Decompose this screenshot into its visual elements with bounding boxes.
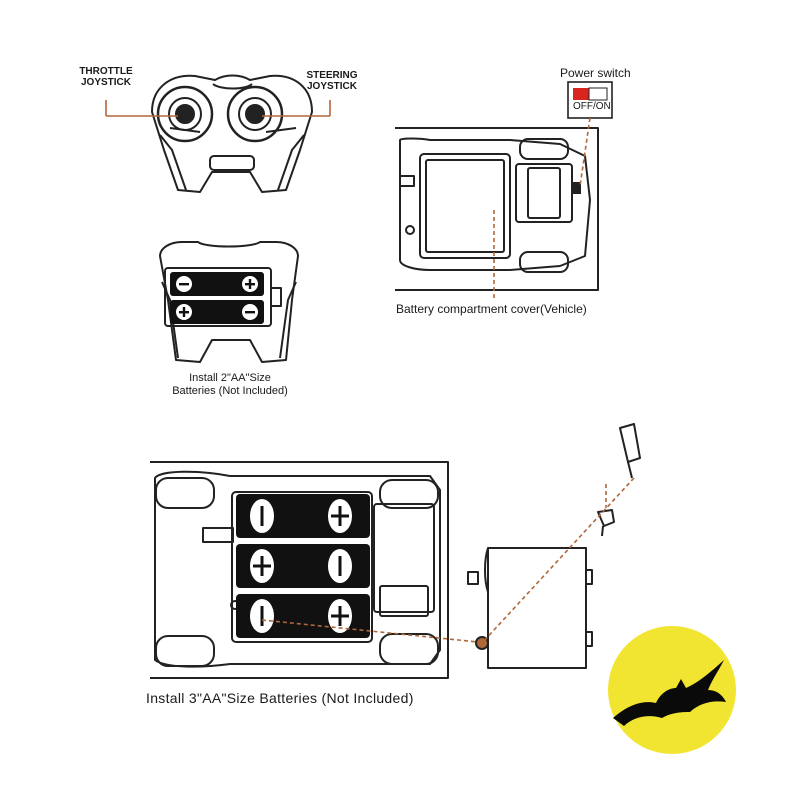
throttle-label-line2: JOYSTICK: [80, 77, 131, 88]
bat-moon-logo-icon: [608, 626, 736, 754]
screwdriver-icon: [597, 423, 641, 537]
steering-joystick: [226, 85, 284, 143]
controller-battery-pack: [170, 272, 264, 324]
switch-off-on-label: OFF/ON: [573, 101, 611, 113]
throttle-joystick-label: THROTTLE JOYSTICK: [68, 66, 144, 88]
install-leader-lines: [261, 477, 635, 644]
battery-cover: [467, 547, 593, 669]
switch-on-text: ON: [595, 101, 611, 112]
power-switch: [567, 81, 613, 194]
steering-joystick-label: STEERING JOYSTICK: [294, 70, 370, 92]
throttle-joystick: [156, 85, 214, 143]
remote-controller-back: [159, 241, 299, 363]
vehicle-underside-large: [150, 461, 449, 679]
vehicle-battery-pack: [236, 494, 370, 638]
throttle-label-line1: THROTTLE: [79, 66, 133, 77]
vehicle-underside: [395, 127, 599, 291]
joystick-leader-lines: [105, 100, 331, 117]
switch-separator-text: /: [593, 101, 596, 112]
power-switch-label: Power switch: [560, 66, 631, 80]
controller-battery-caption-line2: Batteries (Not Included): [172, 385, 288, 397]
battery-cover-caption: Battery compartment cover(Vehicle): [396, 302, 587, 316]
controller-battery-caption-line1: Install 2"AA"Size: [189, 372, 271, 384]
install-batteries-caption: Install 3"AA"Size Batteries (Not Include…: [146, 690, 414, 706]
steering-label-line1: STEERING: [306, 70, 358, 81]
switch-off-text: OFF: [573, 101, 593, 112]
controller-battery-caption: Install 2"AA"Size Batteries (Not Include…: [150, 372, 310, 398]
steering-label-line2: JOYSTICK: [306, 81, 357, 92]
remote-controller-front: [151, 74, 313, 193]
vehicle-leader-lines: [493, 117, 591, 300]
